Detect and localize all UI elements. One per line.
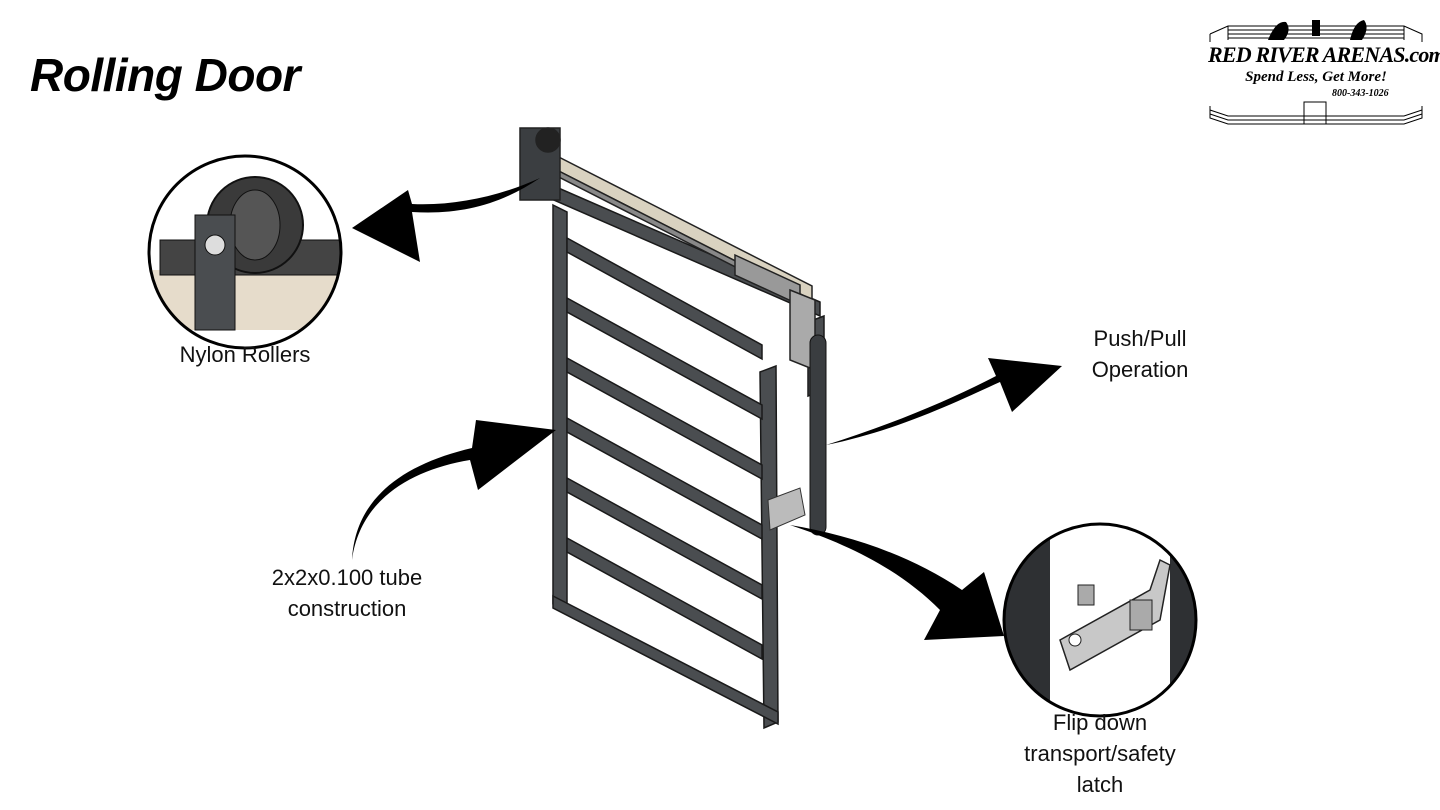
logo-fence-graphic <box>1209 20 1423 125</box>
latch-callout <box>1002 522 1198 718</box>
logo-phone: 800-343-1026 <box>1332 88 1389 99</box>
right-post <box>759 364 779 730</box>
label-line: Operation <box>1091 357 1189 382</box>
gate-frame <box>539 178 825 730</box>
label-nylon-rollers: Nylon Rollers <box>150 339 340 370</box>
label-line: Nylon Rollers <box>179 342 311 367</box>
cross-bars <box>566 236 763 661</box>
label-line: construction <box>287 596 407 621</box>
push-pull-handle <box>809 334 827 536</box>
red-river-arenas-logo: RED RIVER ARENAS.com Spend Less, Get Mor… <box>1208 12 1440 126</box>
arrow-to-tube <box>352 420 556 560</box>
label-push-pull: Push/Pull Operation <box>1050 323 1230 385</box>
bottom-rail <box>552 594 779 726</box>
arrow-to-rollers <box>352 178 540 262</box>
label-line: 2x2x0.100 tube <box>271 565 423 590</box>
label-line: transport/safety <box>1024 741 1176 766</box>
latch-plate <box>767 487 806 531</box>
nylon-roller-callout <box>147 154 343 350</box>
logo-name: RED RIVER ARENAS.com <box>1208 42 1440 67</box>
arrow-to-push-pull <box>826 358 1062 445</box>
logo-slogan: Spend Less, Get More! <box>1245 69 1387 85</box>
label-line: Flip down <box>1052 710 1148 735</box>
roller-track <box>519 127 816 372</box>
label-tube-construction: 2x2x0.100 tube construction <box>237 562 457 624</box>
label-line: Push/Pull <box>1093 326 1187 351</box>
slide-title: Rolling Door <box>30 49 300 101</box>
left-post <box>552 203 568 614</box>
label-line: latch <box>1076 772 1124 797</box>
arrow-to-latch <box>790 525 1004 640</box>
label-latch: Flip down transport/safety latch <box>990 707 1210 800</box>
